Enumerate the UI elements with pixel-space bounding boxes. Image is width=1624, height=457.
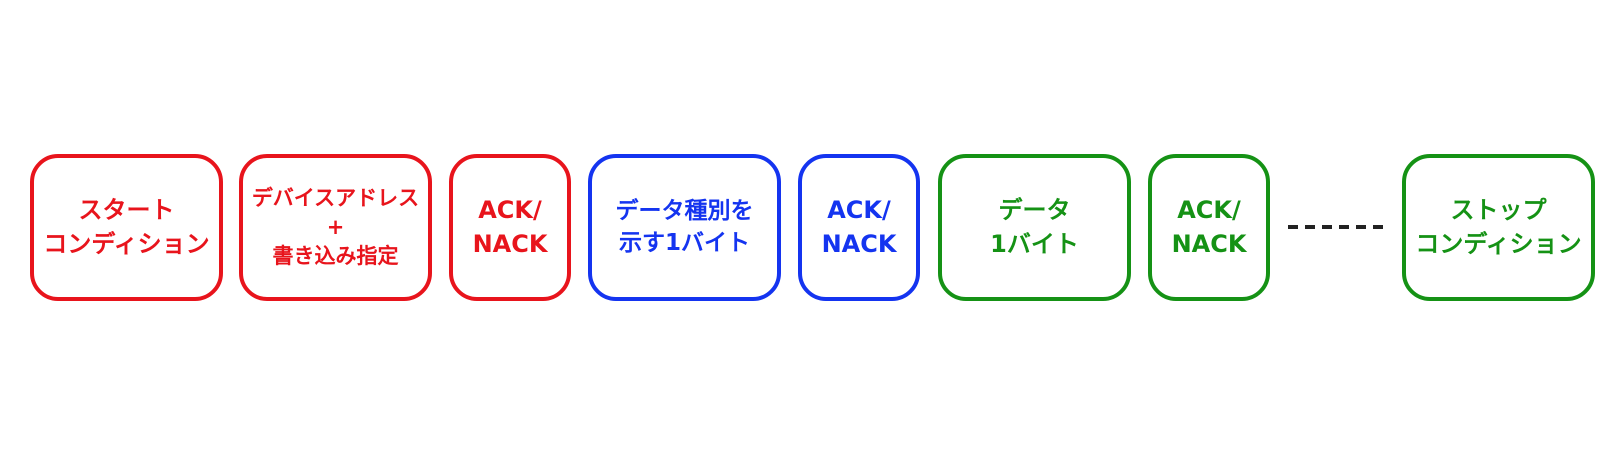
- stop-condition-block: ストップ コンディション: [1402, 154, 1595, 301]
- dash: [1305, 225, 1315, 229]
- dash: [1288, 225, 1298, 229]
- device-address-block: デバイスアドレス + 書き込み指定: [239, 154, 432, 301]
- device-address-label: デバイスアドレス + 書き込み指定: [251, 186, 420, 268]
- data-type-byte-label: データ種別を 示す1バイト: [615, 197, 754, 256]
- dash: [1339, 225, 1349, 229]
- data-byte-block: データ 1バイト: [938, 154, 1131, 301]
- continuation-dashes: [1288, 225, 1383, 229]
- dash: [1322, 225, 1332, 229]
- ack-nack-label-3: ACK/ NACK: [1171, 196, 1247, 258]
- ack-nack-label-1: ACK/ NACK: [472, 196, 548, 258]
- ack-nack-block-1: ACK/ NACK: [449, 154, 571, 301]
- stop-condition-label: ストップ コンディション: [1415, 196, 1582, 258]
- ack-nack-block-3: ACK/ NACK: [1148, 154, 1270, 301]
- data-type-byte-block: データ種別を 示す1バイト: [588, 154, 781, 301]
- dash: [1373, 225, 1383, 229]
- start-condition-label: スタート コンディション: [43, 196, 210, 258]
- start-condition-block: スタート コンディション: [30, 154, 223, 301]
- ack-nack-label-2: ACK/ NACK: [821, 196, 897, 258]
- ack-nack-block-2: ACK/ NACK: [798, 154, 920, 301]
- data-byte-label: データ 1バイト: [990, 196, 1079, 258]
- dash: [1356, 225, 1366, 229]
